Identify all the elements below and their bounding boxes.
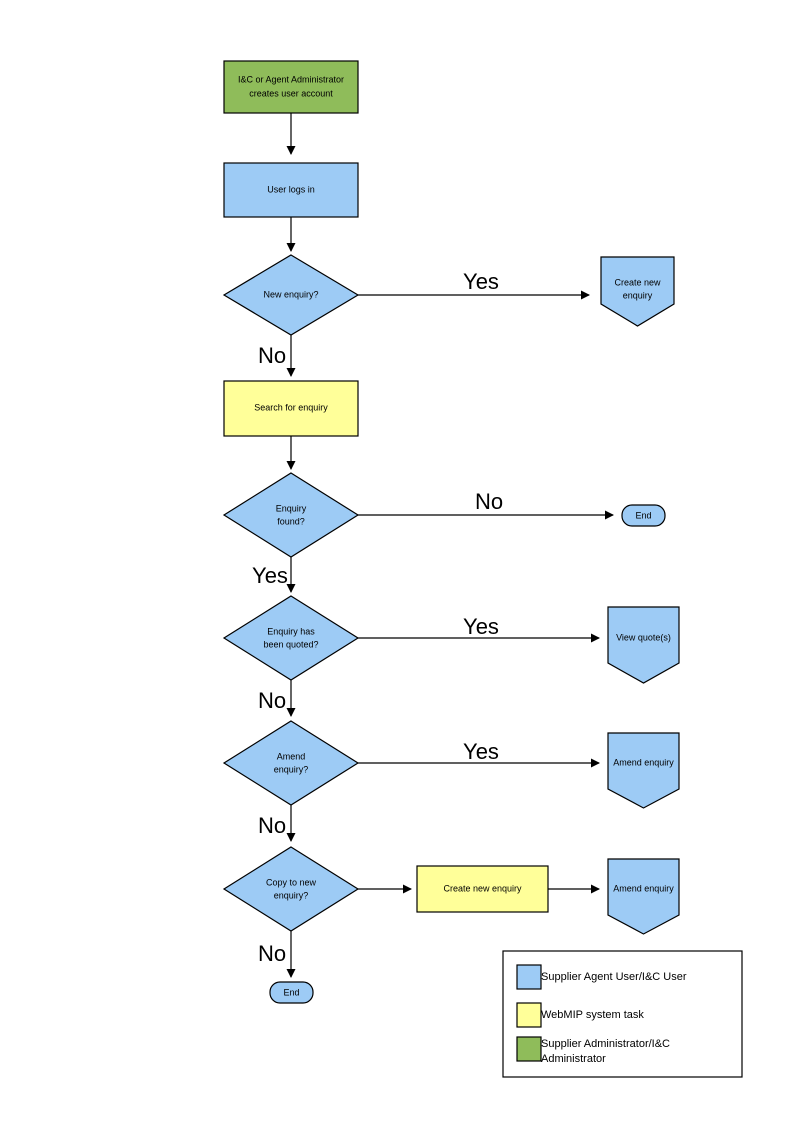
enquiry-quoted-decision-shape[interactable]	[222, 595, 360, 681]
connectors-layer	[286, 113, 614, 978]
edge-label-enquiry-found-yes: Yes	[252, 563, 288, 588]
end-terminator-top-shape[interactable]	[621, 504, 666, 527]
amend-enquiry-pentagon-2-shape[interactable]	[607, 858, 680, 935]
create-new-enquiry-pentagon-shape[interactable]	[600, 256, 675, 327]
legend-item-supplier-agent-user: Supplier Agent User/I&C User	[516, 964, 687, 990]
new-enquiry-decision-label: New enquiry?	[263, 289, 318, 299]
edge-label-new-enquiry-yes: Yes	[463, 269, 499, 294]
amend-enquiry-decision-label-line2: enquiry?	[274, 764, 309, 774]
amend-enquiry-decision-shape[interactable]	[222, 720, 360, 806]
node-enquiry-quoted-decision[interactable]: Enquiry has been quoted?	[222, 595, 360, 681]
legend-item-webmip-system-task: WebMIP system task	[516, 1002, 644, 1028]
legend-label-supplier-administrator-line2: Administrator	[541, 1053, 606, 1065]
view-quotes-pentagon-label: View quote(s)	[616, 632, 671, 642]
node-end-terminator-top[interactable]: End	[621, 504, 666, 527]
amend-enquiry-pentagon-2-label: Amend enquiry	[613, 883, 674, 893]
legend-label-supplier-agent-user: Supplier Agent User/I&C User	[541, 971, 687, 983]
create-new-enquiry-pentagon-label-line2: enquiry	[623, 290, 653, 300]
user-logs-in-label: User logs in	[267, 184, 315, 194]
edge-label-enquiry-quoted-yes: Yes	[463, 614, 499, 639]
amend-enquiry-decision-label-line1: Amend	[277, 751, 306, 761]
node-amend-enquiry-decision[interactable]: Amend enquiry?	[222, 720, 360, 806]
legend-label-supplier-administrator-line1: Supplier Administrator/I&C	[541, 1038, 670, 1050]
amend-enquiry-pentagon-1-shape[interactable]	[607, 732, 680, 809]
search-for-enquiry-label: Search for enquiry	[254, 402, 328, 412]
legend-swatch-system-yellow	[516, 1002, 542, 1028]
legend: Supplier Agent User/I&C User WebMIP syst…	[502, 950, 743, 1078]
copy-to-new-enquiry-decision-label-line1: Copy to new	[266, 877, 317, 887]
admin-creates-account-label-line2: creates user account	[249, 88, 333, 98]
end-terminator-bottom-shape[interactable]	[269, 981, 314, 1004]
admin-creates-account-shape[interactable]	[223, 60, 359, 114]
node-amend-enquiry-pentagon-2[interactable]: Amend enquiry	[607, 858, 680, 935]
node-amend-enquiry-pentagon-1[interactable]: Amend enquiry	[607, 732, 680, 809]
enquiry-found-decision-label-line1: Enquiry	[276, 503, 307, 513]
edge-label-amend-enquiry-yes: Yes	[463, 739, 499, 764]
enquiry-quoted-decision-label-line2: been quoted?	[263, 639, 318, 649]
node-search-for-enquiry[interactable]: Search for enquiry	[223, 380, 359, 437]
legend-swatch-user-blue	[516, 964, 542, 990]
node-view-quotes-pentagon[interactable]: View quote(s)	[607, 606, 680, 684]
edge-labels-layer: Yes No No Yes Yes No Yes No No	[252, 269, 503, 966]
end-terminator-top-label: End	[635, 510, 651, 520]
node-create-new-enquiry-pentagon[interactable]: Create new enquiry	[600, 256, 675, 327]
node-new-enquiry-decision[interactable]: New enquiry?	[222, 254, 360, 336]
node-create-new-enquiry-task[interactable]: Create new enquiry	[416, 865, 549, 913]
search-for-enquiry-shape[interactable]	[223, 380, 359, 437]
amend-enquiry-pentagon-1-label: Amend enquiry	[613, 757, 674, 767]
enquiry-quoted-decision-label-line1: Enquiry has	[267, 626, 315, 636]
admin-creates-account-label-line1: I&C or Agent Administrator	[238, 74, 344, 84]
copy-to-new-enquiry-decision-shape[interactable]	[222, 846, 360, 932]
view-quotes-pentagon-shape[interactable]	[607, 606, 680, 684]
legend-item-supplier-administrator: Supplier Administrator/I&C Administrator	[516, 1036, 670, 1065]
node-admin-creates-account[interactable]: I&C or Agent Administrator creates user …	[223, 60, 359, 114]
create-new-enquiry-pentagon-label-line1: Create new	[614, 277, 661, 287]
edge-label-enquiry-quoted-no: No	[258, 688, 286, 713]
enquiry-found-decision-label-line2: found?	[277, 516, 305, 526]
node-copy-to-new-enquiry-decision[interactable]: Copy to new enquiry?	[222, 846, 360, 932]
node-enquiry-found-decision[interactable]: Enquiry found?	[222, 472, 360, 558]
legend-swatch-admin-green	[516, 1036, 542, 1062]
legend-label-webmip-system-task: WebMIP system task	[541, 1009, 644, 1021]
legend-container	[502, 950, 743, 1078]
edge-label-amend-enquiry-no: No	[258, 813, 286, 838]
edge-label-copy-to-new-no: No	[258, 941, 286, 966]
edge-label-enquiry-found-no: No	[475, 489, 503, 514]
enquiry-found-decision-shape[interactable]	[222, 472, 360, 558]
end-terminator-bottom-label: End	[283, 987, 299, 997]
new-enquiry-decision-shape[interactable]	[222, 254, 360, 336]
node-end-terminator-bottom[interactable]: End	[269, 981, 314, 1004]
user-logs-in-shape[interactable]	[223, 162, 359, 218]
copy-to-new-enquiry-decision-label-line2: enquiry?	[274, 890, 309, 900]
edge-label-new-enquiry-no: No	[258, 343, 286, 368]
create-new-enquiry-task-shape[interactable]	[416, 865, 549, 913]
create-new-enquiry-task-label: Create new enquiry	[443, 883, 522, 893]
node-user-logs-in[interactable]: User logs in	[223, 162, 359, 218]
